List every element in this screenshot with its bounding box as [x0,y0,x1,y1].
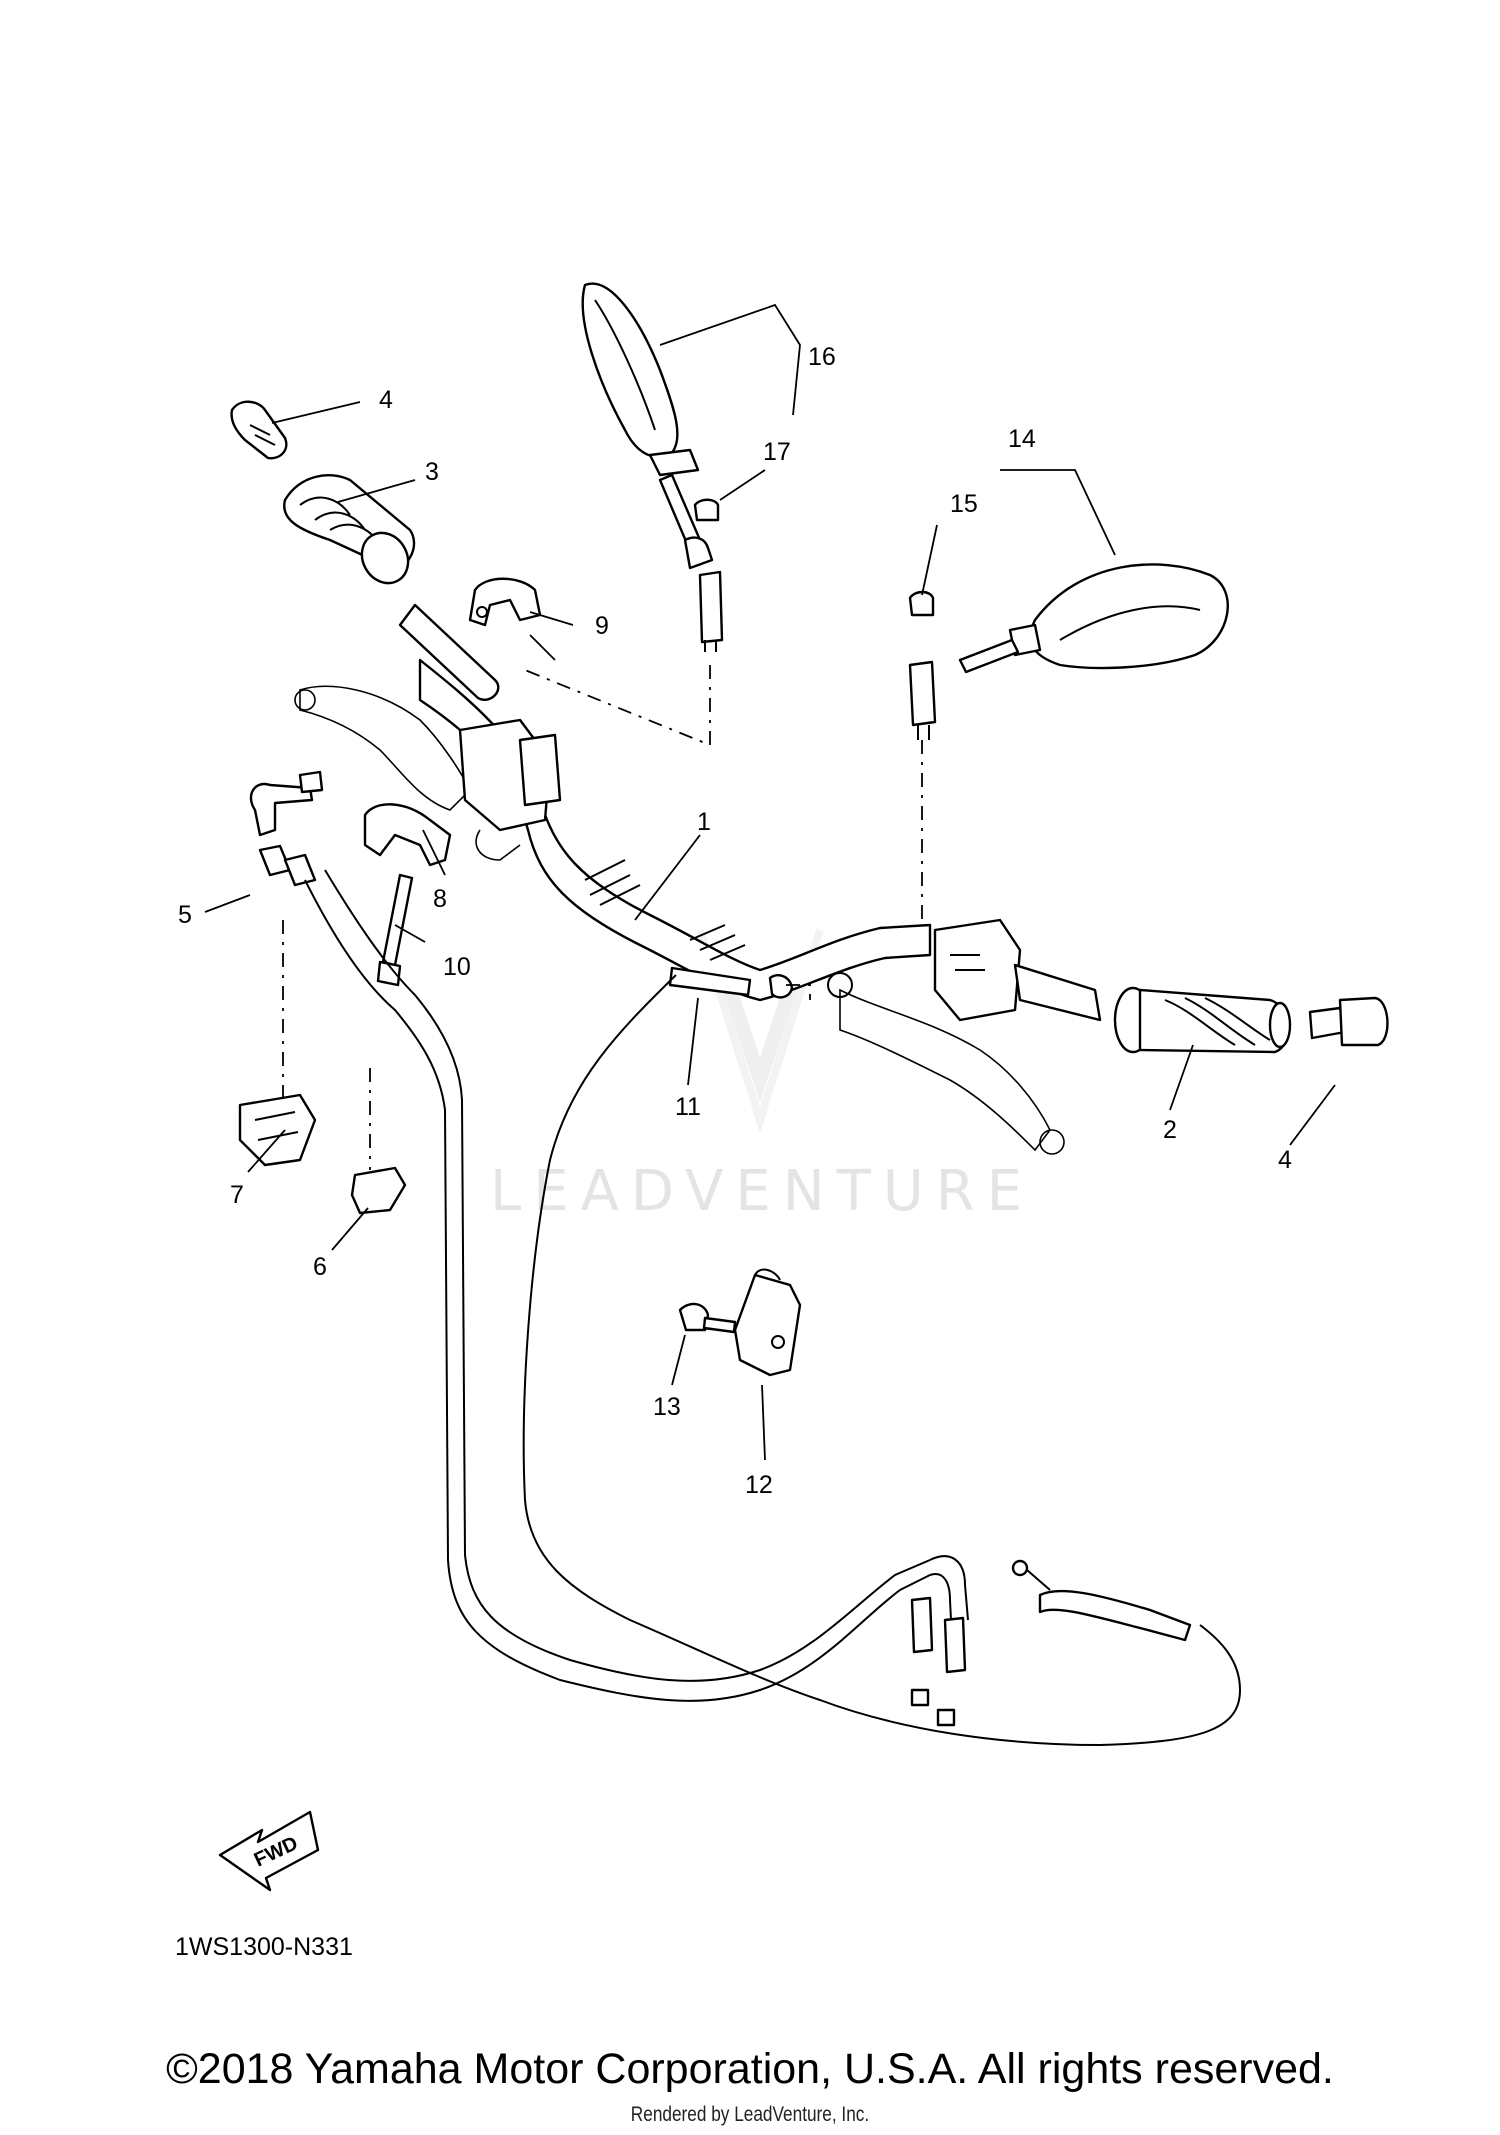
rendered-by-credit: Rendered by LeadVenture, Inc. [630,2103,870,2126]
assembly-dash-lines [282,665,923,1170]
callout-4-right: 4 [1278,1146,1292,1174]
right-lever-assembly[interactable] [827,918,1065,1155]
leader-lines [204,303,1336,1461]
callout-1: 1 [697,808,711,836]
right-grip[interactable] [1013,963,1292,1054]
right-mirror-nut[interactable] [908,590,935,617]
watermark-text: LEADVENTURE [490,1159,1034,1224]
callout-4-left: 4 [379,386,393,414]
callout-2: 2 [1163,1116,1177,1144]
throttle-cable-adjusters[interactable] [249,770,324,887]
left-mirror-nut[interactable] [693,498,720,522]
switch-clamp[interactable] [363,803,452,867]
callout-3: 3 [425,458,439,486]
callout-8: 8 [433,885,447,913]
clutch-cable[interactable] [522,966,1242,1747]
cable-bracket[interactable] [733,1268,802,1377]
copyright-notice: ©2018 Yamaha Motor Corporation, U.S.A. A… [166,2045,1334,2093]
cable-end-fittings[interactable] [910,1596,967,1727]
callout-6: 6 [313,1253,327,1281]
left-grip[interactable] [283,473,500,701]
callout-13: 13 [653,1393,681,1421]
throttle-cables[interactable] [304,869,969,1702]
callout-16: 16 [808,343,836,371]
clamp-screw[interactable] [376,873,414,987]
cable-guide-large[interactable] [238,1093,317,1167]
callout-9: 9 [595,612,609,640]
right-mirror[interactable] [908,563,1229,740]
right-bar-end[interactable] [1308,996,1389,1047]
callout-17: 17 [763,438,791,466]
lever-holder[interactable] [468,577,542,627]
diagram-code: 1WS1300-N331 [175,1933,353,1961]
left-lever-assembly[interactable] [294,685,562,861]
bracket-bolt[interactable] [678,1302,737,1334]
callout-11: 11 [675,1093,701,1121]
callout-14: 14 [1008,425,1036,453]
handlebar[interactable] [418,658,932,1002]
callout-7: 7 [230,1181,244,1209]
left-mirror[interactable] [581,282,724,652]
callout-5: 5 [178,901,192,929]
cable-guide-small[interactable] [350,1166,407,1215]
callout-labels: 1 2 3 4 4 5 6 7 8 9 10 11 12 13 14 15 16… [178,343,1292,1499]
callout-15: 15 [950,490,978,518]
callout-12: 12 [745,1471,773,1499]
callout-10: 10 [443,953,471,981]
watermark-logo [696,928,824,1134]
forward-direction-arrow: FWD [218,1810,320,1892]
left-bar-end[interactable] [230,400,288,460]
